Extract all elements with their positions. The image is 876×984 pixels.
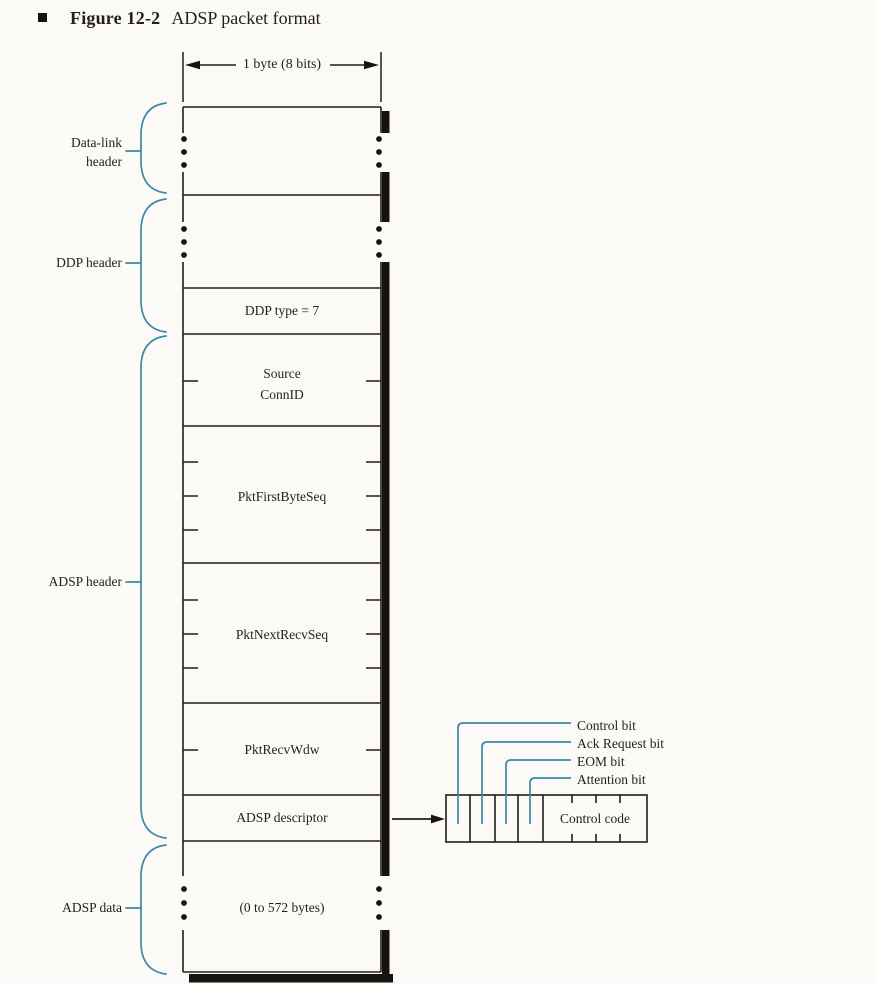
control-code-bit-dashes [571, 795, 621, 842]
descriptor-detail-box [445, 794, 648, 843]
data-link-brace [140, 102, 167, 194]
section-braces [125, 102, 167, 975]
bit-leader-lines [457, 722, 571, 824]
descriptor-arrow [392, 814, 445, 824]
label-control-bit: Control bit [577, 718, 636, 733]
section-label-adsp-header: ADSP header [48, 574, 122, 589]
section-label-data-link-header: Data-link header [71, 135, 122, 169]
adsp-data-brace [140, 844, 167, 975]
section-label-adsp-data: ADSP data [62, 900, 122, 915]
label-eom-bit: EOM bit [577, 754, 625, 769]
measure-arrowhead-right [364, 60, 379, 70]
field-pkt-next-recv-seq: PktNextRecvSeq [235, 627, 329, 642]
attention-bit-leader [529, 777, 571, 824]
field-pkt-first-byte-seq: PktFirstByteSeq [237, 489, 327, 504]
figure-bullet-icon [38, 13, 47, 22]
byte-scale-label: 1 byte (8 bits) [242, 57, 322, 72]
byte-ticks [183, 380, 381, 751]
section-label-ddp-header: DDP header [56, 255, 122, 270]
field-adsp-data-size: (0 to 572 bytes) [239, 900, 325, 915]
control-bit-leader [457, 722, 571, 824]
row-dividers [183, 194, 381, 842]
figure-caption: Figure 12-2 ADSP packet format [38, 8, 321, 28]
eom-bit-leader [505, 759, 571, 824]
label-control-code: Control code [559, 811, 631, 826]
adsp-header-brace [140, 335, 167, 839]
figure-number: Figure 12-2 [70, 8, 161, 28]
label-attention-bit: Attention bit [577, 772, 646, 787]
label-ack-request-bit: Ack Request bit [577, 736, 664, 751]
ack-request-bit-leader [481, 741, 571, 824]
brace-label-dashes [125, 150, 142, 909]
field-source-conn-id: Source ConnID [260, 366, 304, 402]
byte-scale-measure [182, 52, 382, 102]
field-adsp-descriptor: ADSP descriptor [236, 810, 328, 825]
continuation-dots [181, 136, 382, 920]
measure-arrowhead-left [185, 60, 200, 70]
bit-cell-dividers [469, 795, 544, 842]
box-shadow [189, 111, 393, 983]
packet-box-outline [182, 106, 382, 973]
ddp-brace [140, 198, 167, 333]
field-ddp-type: DDP type = 7 [244, 303, 320, 318]
field-pkt-recv-wdw: PktRecvWdw [244, 742, 320, 757]
figure-title: ADSP packet format [171, 8, 321, 28]
